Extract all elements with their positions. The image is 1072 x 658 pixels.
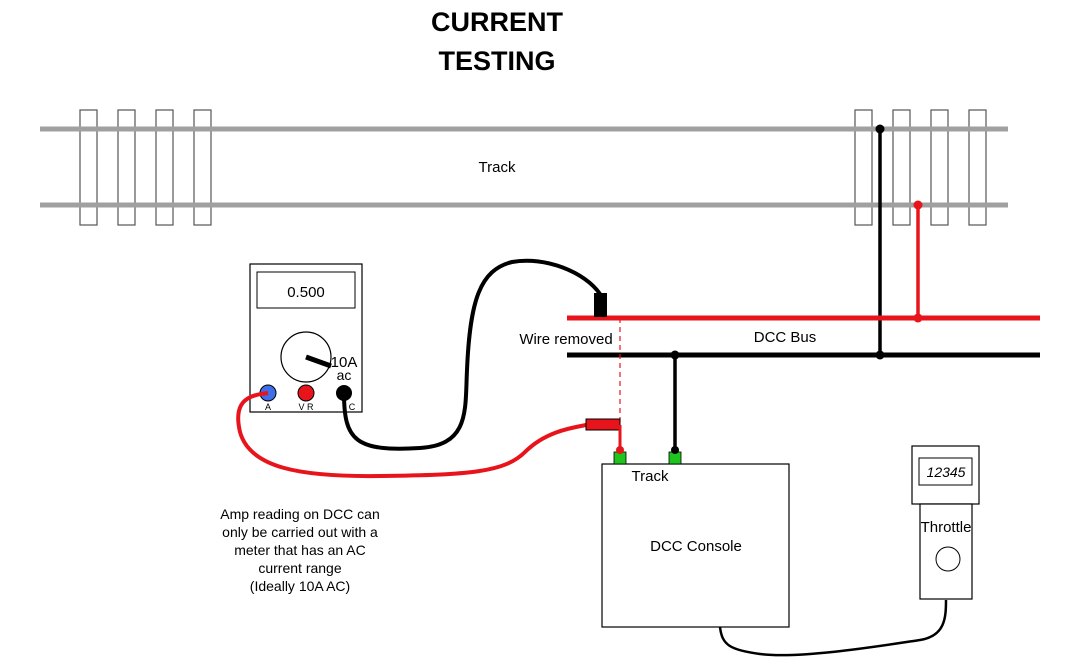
terminal-black-contact (671, 446, 679, 454)
multimeter: 0.500 10A ac A V R C (249, 263, 363, 413)
sleeper (930, 109, 949, 226)
note-line-2: only be carried out with a (222, 524, 378, 540)
dcc-console[interactable] (601, 463, 790, 628)
bus-joint-red (913, 313, 923, 323)
black-dropper-joint-rail (875, 124, 885, 134)
sleeper (892, 109, 911, 226)
terminal-red-contact (616, 446, 624, 454)
sleeper (968, 109, 987, 226)
jack-vr-label: V R (298, 402, 314, 412)
meter-range-line1: 10A (331, 354, 358, 371)
sleeper (79, 109, 98, 226)
note-line-1: Amp reading on DCC can (220, 506, 380, 522)
throttle-display-value: 12345 (927, 464, 966, 480)
wire-removed-label: Wire removed (519, 331, 612, 348)
jack-vr[interactable] (297, 384, 315, 402)
sleepers-left (79, 109, 212, 226)
note-line-3: meter that has an AC (234, 542, 366, 558)
jack-a-label: A (265, 402, 271, 412)
console-track-label: Track (632, 468, 669, 485)
title-line-2: TESTING (438, 46, 555, 76)
meter-display-value: 0.500 (287, 284, 325, 301)
red-dropper-joint-rail (913, 200, 923, 210)
track-label: Track (479, 159, 516, 176)
black-test-lead (342, 258, 602, 451)
red-probe[interactable] (585, 418, 621, 431)
dcc-console-label: DCC Console (650, 538, 742, 555)
throttle-label: Throttle (921, 519, 972, 536)
sleeper (854, 109, 873, 226)
red-test-lead (236, 391, 587, 479)
meter-display (256, 271, 356, 309)
note: Amp reading on DCC can only be carried o… (220, 506, 380, 594)
throttle-display (918, 457, 973, 486)
bus-joint-black (875, 350, 885, 360)
meter-dial-pointer (305, 354, 332, 369)
sleeper (193, 109, 212, 226)
dcc-bus-label: DCC Bus (754, 329, 817, 346)
sleeper (117, 109, 136, 226)
jack-c-label: C (349, 402, 356, 412)
note-line-5: (Ideally 10A AC) (250, 578, 350, 594)
throttle-cable (718, 599, 948, 657)
throttle-knob[interactable] (935, 546, 961, 572)
black-clip[interactable] (594, 293, 607, 317)
sleepers-right (854, 109, 987, 226)
sleeper (155, 109, 174, 226)
note-line-4: current range (258, 560, 341, 576)
title-line-1: CURRENT (431, 7, 564, 37)
meter-range-line2: ac (337, 367, 352, 383)
throttle[interactable]: 12345 Throttle (911, 445, 980, 600)
